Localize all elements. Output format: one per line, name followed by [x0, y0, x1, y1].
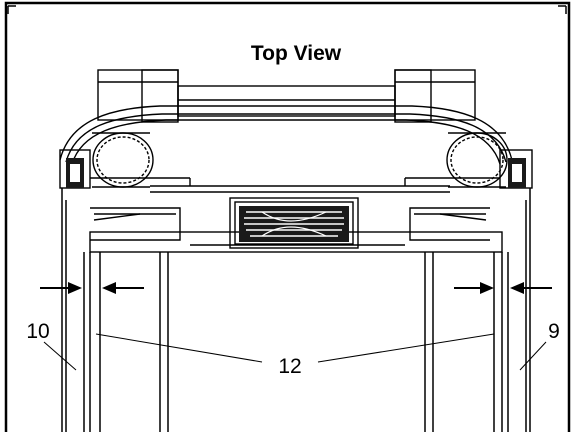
figure-frame	[4, 1, 571, 432]
leader-12-left	[95, 333, 263, 363]
callout-uprights: 12	[278, 355, 301, 378]
frame-corner-ticks	[7, 5, 567, 14]
callout-right-guide: 9	[548, 320, 560, 343]
frame-crossmember	[89, 177, 503, 253]
gap-arrows	[40, 282, 552, 294]
left-roller	[59, 132, 154, 189]
right-motor-block	[394, 69, 476, 121]
leader-lines	[43, 333, 547, 371]
right-roller	[446, 132, 533, 189]
leader-10	[43, 341, 77, 371]
side-rails	[61, 188, 531, 432]
center-beam	[177, 85, 396, 117]
leader-12-right	[317, 333, 495, 363]
figure-title: Top View	[251, 42, 342, 65]
center-cover	[229, 197, 359, 249]
motor-hood	[59, 69, 513, 165]
rollers	[59, 132, 533, 189]
leader-9	[519, 341, 547, 371]
callout-left-guide: 10	[26, 320, 49, 343]
